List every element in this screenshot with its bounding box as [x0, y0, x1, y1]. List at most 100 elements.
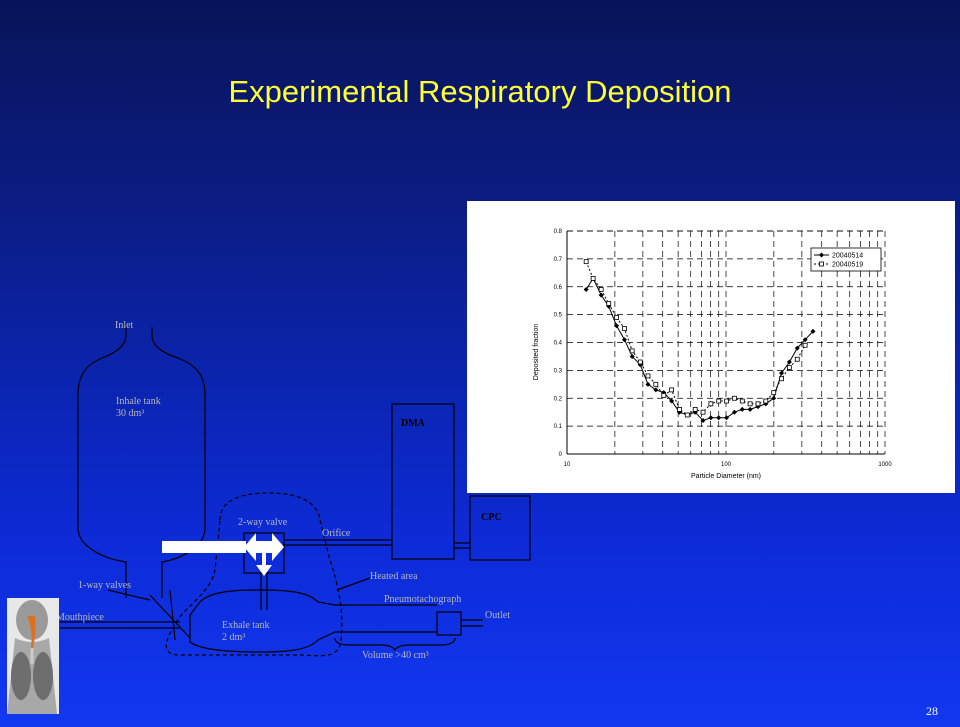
data-point: [779, 370, 785, 376]
data-point: [614, 323, 620, 329]
data-point: [731, 409, 737, 415]
y-tick-label: 0.5: [554, 313, 563, 319]
legend-marker: [819, 252, 824, 258]
data-point: [684, 412, 690, 418]
data-point: [598, 287, 604, 292]
data-point: [629, 353, 635, 359]
legend-box: [810, 247, 882, 272]
data-point: [645, 381, 651, 387]
data-point: [692, 406, 698, 412]
heated-area-outline: [165, 492, 343, 657]
data-point: [637, 359, 643, 365]
dma-box: [391, 403, 455, 560]
data-point: [598, 292, 604, 298]
data-point: [606, 301, 612, 306]
data-point: [755, 404, 761, 410]
exhale-tank-label: Exhale tank: [222, 620, 270, 631]
data-point: [755, 401, 761, 407]
data-point: [716, 398, 722, 404]
data-point: [622, 337, 628, 343]
cpc-box: [469, 495, 531, 561]
slide-title: Experimental Respiratory Deposition: [228, 74, 732, 109]
data-point: [747, 406, 753, 412]
dma-label: DMA: [401, 418, 425, 429]
valve-arrow: [244, 533, 284, 576]
data-point: [590, 275, 596, 281]
data-point: [739, 398, 745, 404]
y-tick-label: 0: [559, 452, 563, 458]
y-tick-label: 0.3: [554, 368, 563, 374]
data-point: [771, 395, 777, 401]
inlet-label: Inlet: [115, 320, 134, 331]
data-point: [629, 348, 635, 354]
orifice-label: Orifice: [322, 528, 351, 539]
cpc-label: CPC: [481, 512, 502, 523]
data-point: [771, 390, 777, 396]
y-tick-label: 0.1: [554, 424, 563, 430]
data-point: [653, 381, 659, 387]
inhale-tank-outline: [77, 327, 206, 598]
data-point: [779, 376, 784, 382]
data-point: [677, 406, 682, 412]
data-point: [724, 415, 730, 421]
data-point: [583, 259, 589, 265]
data-point: [724, 398, 729, 404]
series-line-20040514: [585, 277, 814, 422]
inhale-tank-label: Inhale tank: [116, 396, 161, 407]
data-point: [794, 345, 800, 351]
pneumotachograph-box: [436, 611, 462, 636]
exhale-tank-volume-label: 2 dm³: [222, 632, 246, 643]
one-way-valves-label: 1-way valves: [78, 580, 132, 591]
legend-label: 20040519: [832, 262, 863, 269]
x-tick-label: 100: [721, 462, 732, 468]
exhale-tank-outline: [189, 589, 437, 653]
data-point: [763, 398, 769, 404]
data-point: [794, 356, 800, 362]
data-point: [739, 406, 745, 412]
heated-area-label: Heated area: [370, 571, 418, 582]
two-way-valve-label: 2-way valve: [238, 517, 288, 528]
y-tick-label: 0.2: [554, 396, 563, 402]
data-point: [645, 373, 651, 379]
data-point: [786, 365, 792, 370]
deposition-chart: Deposited fraction Particle Diameter (nm…: [467, 201, 955, 493]
outlet-label: Outlet: [485, 610, 510, 621]
data-point: [708, 415, 714, 421]
y-tick-label: 0.7: [554, 257, 563, 263]
x-tick-label: 1000: [878, 462, 892, 468]
data-point: [661, 393, 667, 398]
x-axis-label: Particle Diameter (nm): [691, 473, 761, 480]
data-point: [786, 359, 792, 365]
pneumotachograph-label: Pneumotachograph: [384, 594, 462, 605]
chart-svg: Deposited fraction Particle Diameter (nm…: [533, 229, 892, 480]
data-point: [732, 395, 737, 401]
data-point: [700, 409, 706, 415]
y-tick-label: 0.6: [554, 285, 563, 291]
mouthpiece-label: Mouthpiece: [56, 612, 104, 623]
x-tick-label: 10: [564, 462, 571, 468]
data-point: [669, 387, 675, 393]
data-point: [583, 287, 589, 293]
data-point: [614, 315, 619, 320]
data-point: [716, 415, 722, 421]
page-number: 28: [926, 704, 938, 718]
volume-label: Volume >40 cm³: [362, 650, 429, 661]
data-point: [708, 401, 714, 407]
data-point: [802, 337, 808, 343]
y-tick-label: 0.4: [554, 341, 563, 347]
inhale-tank-volume-label: 30 dm³: [116, 408, 145, 419]
data-point: [622, 326, 627, 331]
y-tick-label: 0.8: [554, 229, 563, 235]
data-point: [669, 398, 675, 404]
data-point: [653, 387, 659, 393]
legend-label: 20040514: [832, 253, 863, 260]
data-point: [802, 342, 808, 348]
data-point: [700, 418, 706, 424]
y-axis-label: Deposited fraction: [533, 324, 540, 381]
legend-marker: [819, 261, 824, 267]
data-point: [747, 401, 753, 407]
data-point: [810, 328, 816, 334]
respiratory-anatomy-image: [7, 598, 59, 714]
